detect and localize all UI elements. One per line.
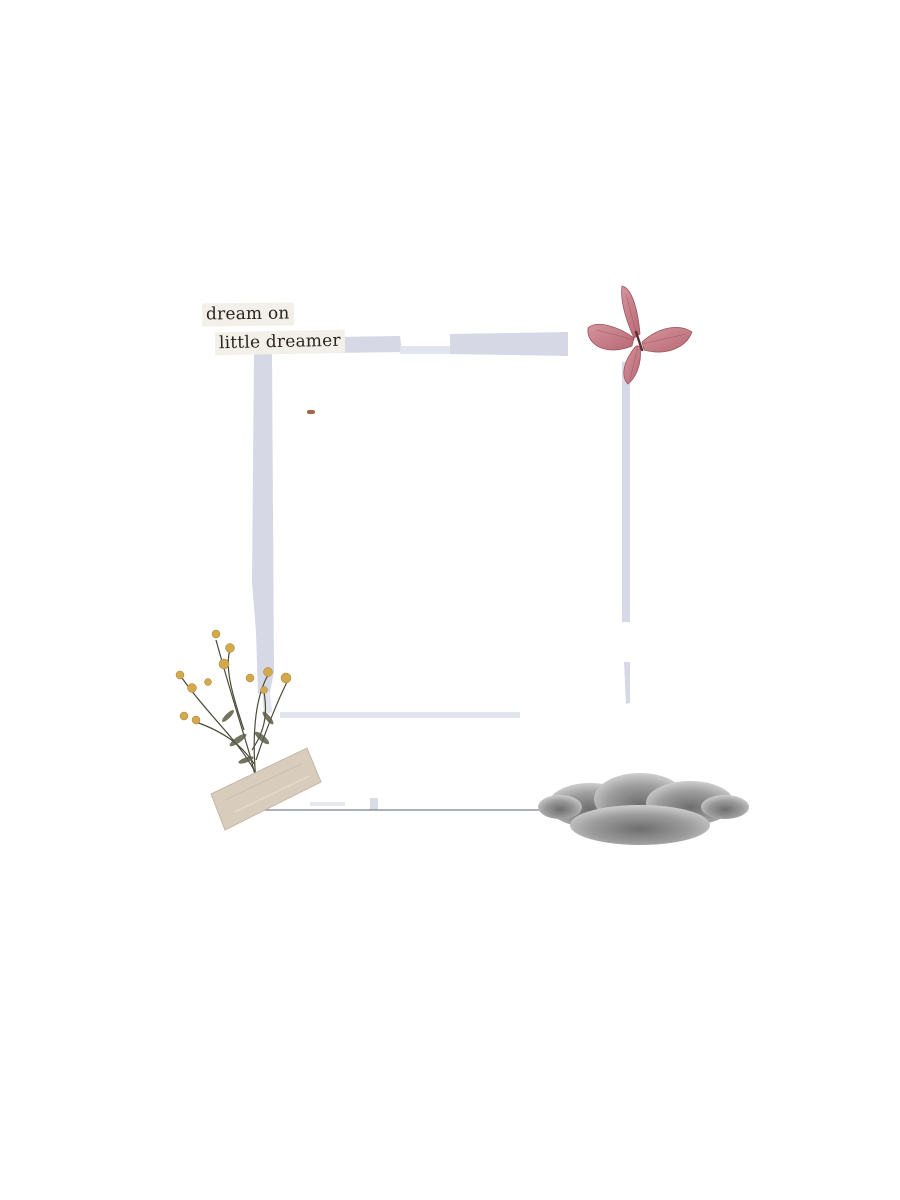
washi-tape-icon	[205, 742, 325, 834]
cloud-icon	[530, 765, 755, 855]
wildflower-sprig-icon	[168, 620, 303, 785]
paint-speck	[307, 410, 315, 414]
caption-line-one: dream on	[201, 302, 294, 327]
polaroid-frame-graphic	[252, 332, 630, 811]
caption-line-two: little dreamer	[214, 329, 345, 356]
polaroid-frame	[250, 332, 630, 812]
butterfly-icon	[582, 280, 697, 390]
